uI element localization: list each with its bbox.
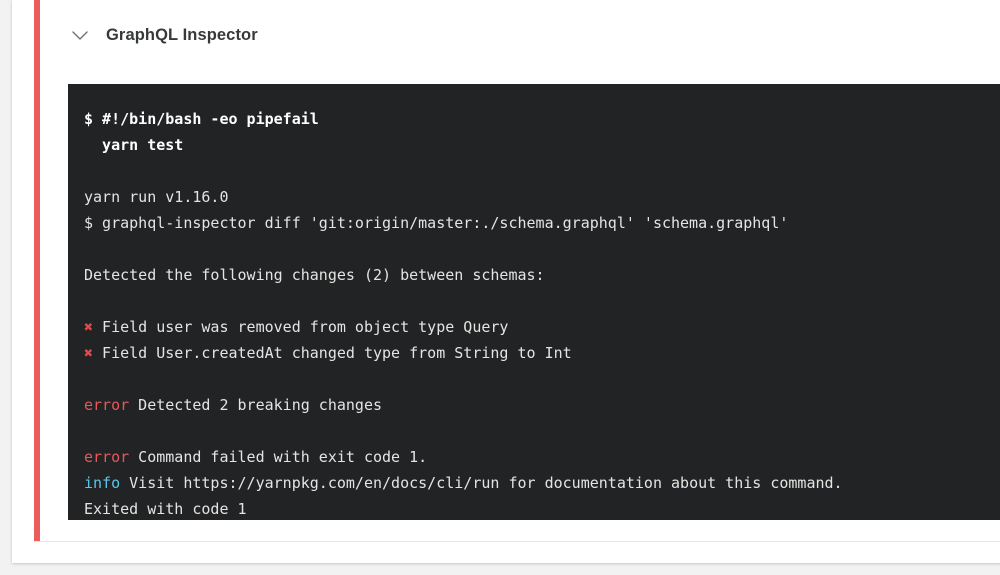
build-step-card: GraphQL Inspector $ #!/bin/bash -eo pipe… bbox=[12, 0, 1000, 563]
terminal-line-text: Field user was removed from object type … bbox=[93, 318, 509, 336]
terminal-line-text: Detected 2 breaking changes bbox=[129, 396, 383, 414]
chevron-down-icon[interactable] bbox=[68, 23, 92, 47]
terminal-line: error Command failed with exit code 1. bbox=[84, 444, 1000, 470]
error-label: error bbox=[84, 448, 130, 466]
terminal-lines: $ #!/bin/bash -eo pipefail yarn test yar… bbox=[84, 106, 1000, 520]
terminal-line: Exited with code 1 bbox=[84, 500, 247, 518]
terminal-line: info Visit https://yarnpkg.com/en/docs/c… bbox=[84, 470, 1000, 496]
terminal-line bbox=[84, 418, 1000, 444]
step-divider bbox=[34, 541, 1000, 542]
step-title: GraphQL Inspector bbox=[106, 25, 258, 44]
terminal-line-text: Field User.createdAt changed type from S… bbox=[93, 344, 572, 362]
step-header[interactable]: GraphQL Inspector bbox=[56, 0, 258, 70]
terminal-line bbox=[84, 288, 1000, 314]
terminal-line: yarn test bbox=[84, 136, 184, 154]
terminal-line: ✖ Field user was removed from object typ… bbox=[84, 314, 1000, 340]
terminal-output[interactable]: $ #!/bin/bash -eo pipefail yarn test yar… bbox=[68, 84, 1000, 520]
terminal-line: $ #!/bin/bash -eo pipefail bbox=[84, 110, 319, 128]
breaking-change-cross-icon: ✖ bbox=[84, 318, 94, 336]
terminal-line-text: Command failed with exit code 1. bbox=[129, 448, 428, 466]
terminal-line: $ graphql-inspector diff 'git:origin/mas… bbox=[84, 214, 789, 232]
terminal-line-text: Visit https://yarnpkg.com/en/docs/cli/ru… bbox=[120, 474, 843, 492]
terminal-line: Detected the following changes (2) betwe… bbox=[84, 266, 545, 284]
terminal-line: yarn run v1.16.0 bbox=[84, 188, 229, 206]
step-status-rail bbox=[34, 0, 40, 541]
breaking-change-cross-icon: ✖ bbox=[84, 344, 94, 362]
info-label: info bbox=[84, 474, 121, 492]
terminal-line bbox=[84, 366, 1000, 392]
terminal-line bbox=[84, 158, 1000, 184]
error-label: error bbox=[84, 396, 130, 414]
terminal-line bbox=[84, 236, 1000, 262]
terminal-line: error Detected 2 breaking changes bbox=[84, 392, 1000, 418]
terminal-line: ✖ Field User.createdAt changed type from… bbox=[84, 340, 1000, 366]
